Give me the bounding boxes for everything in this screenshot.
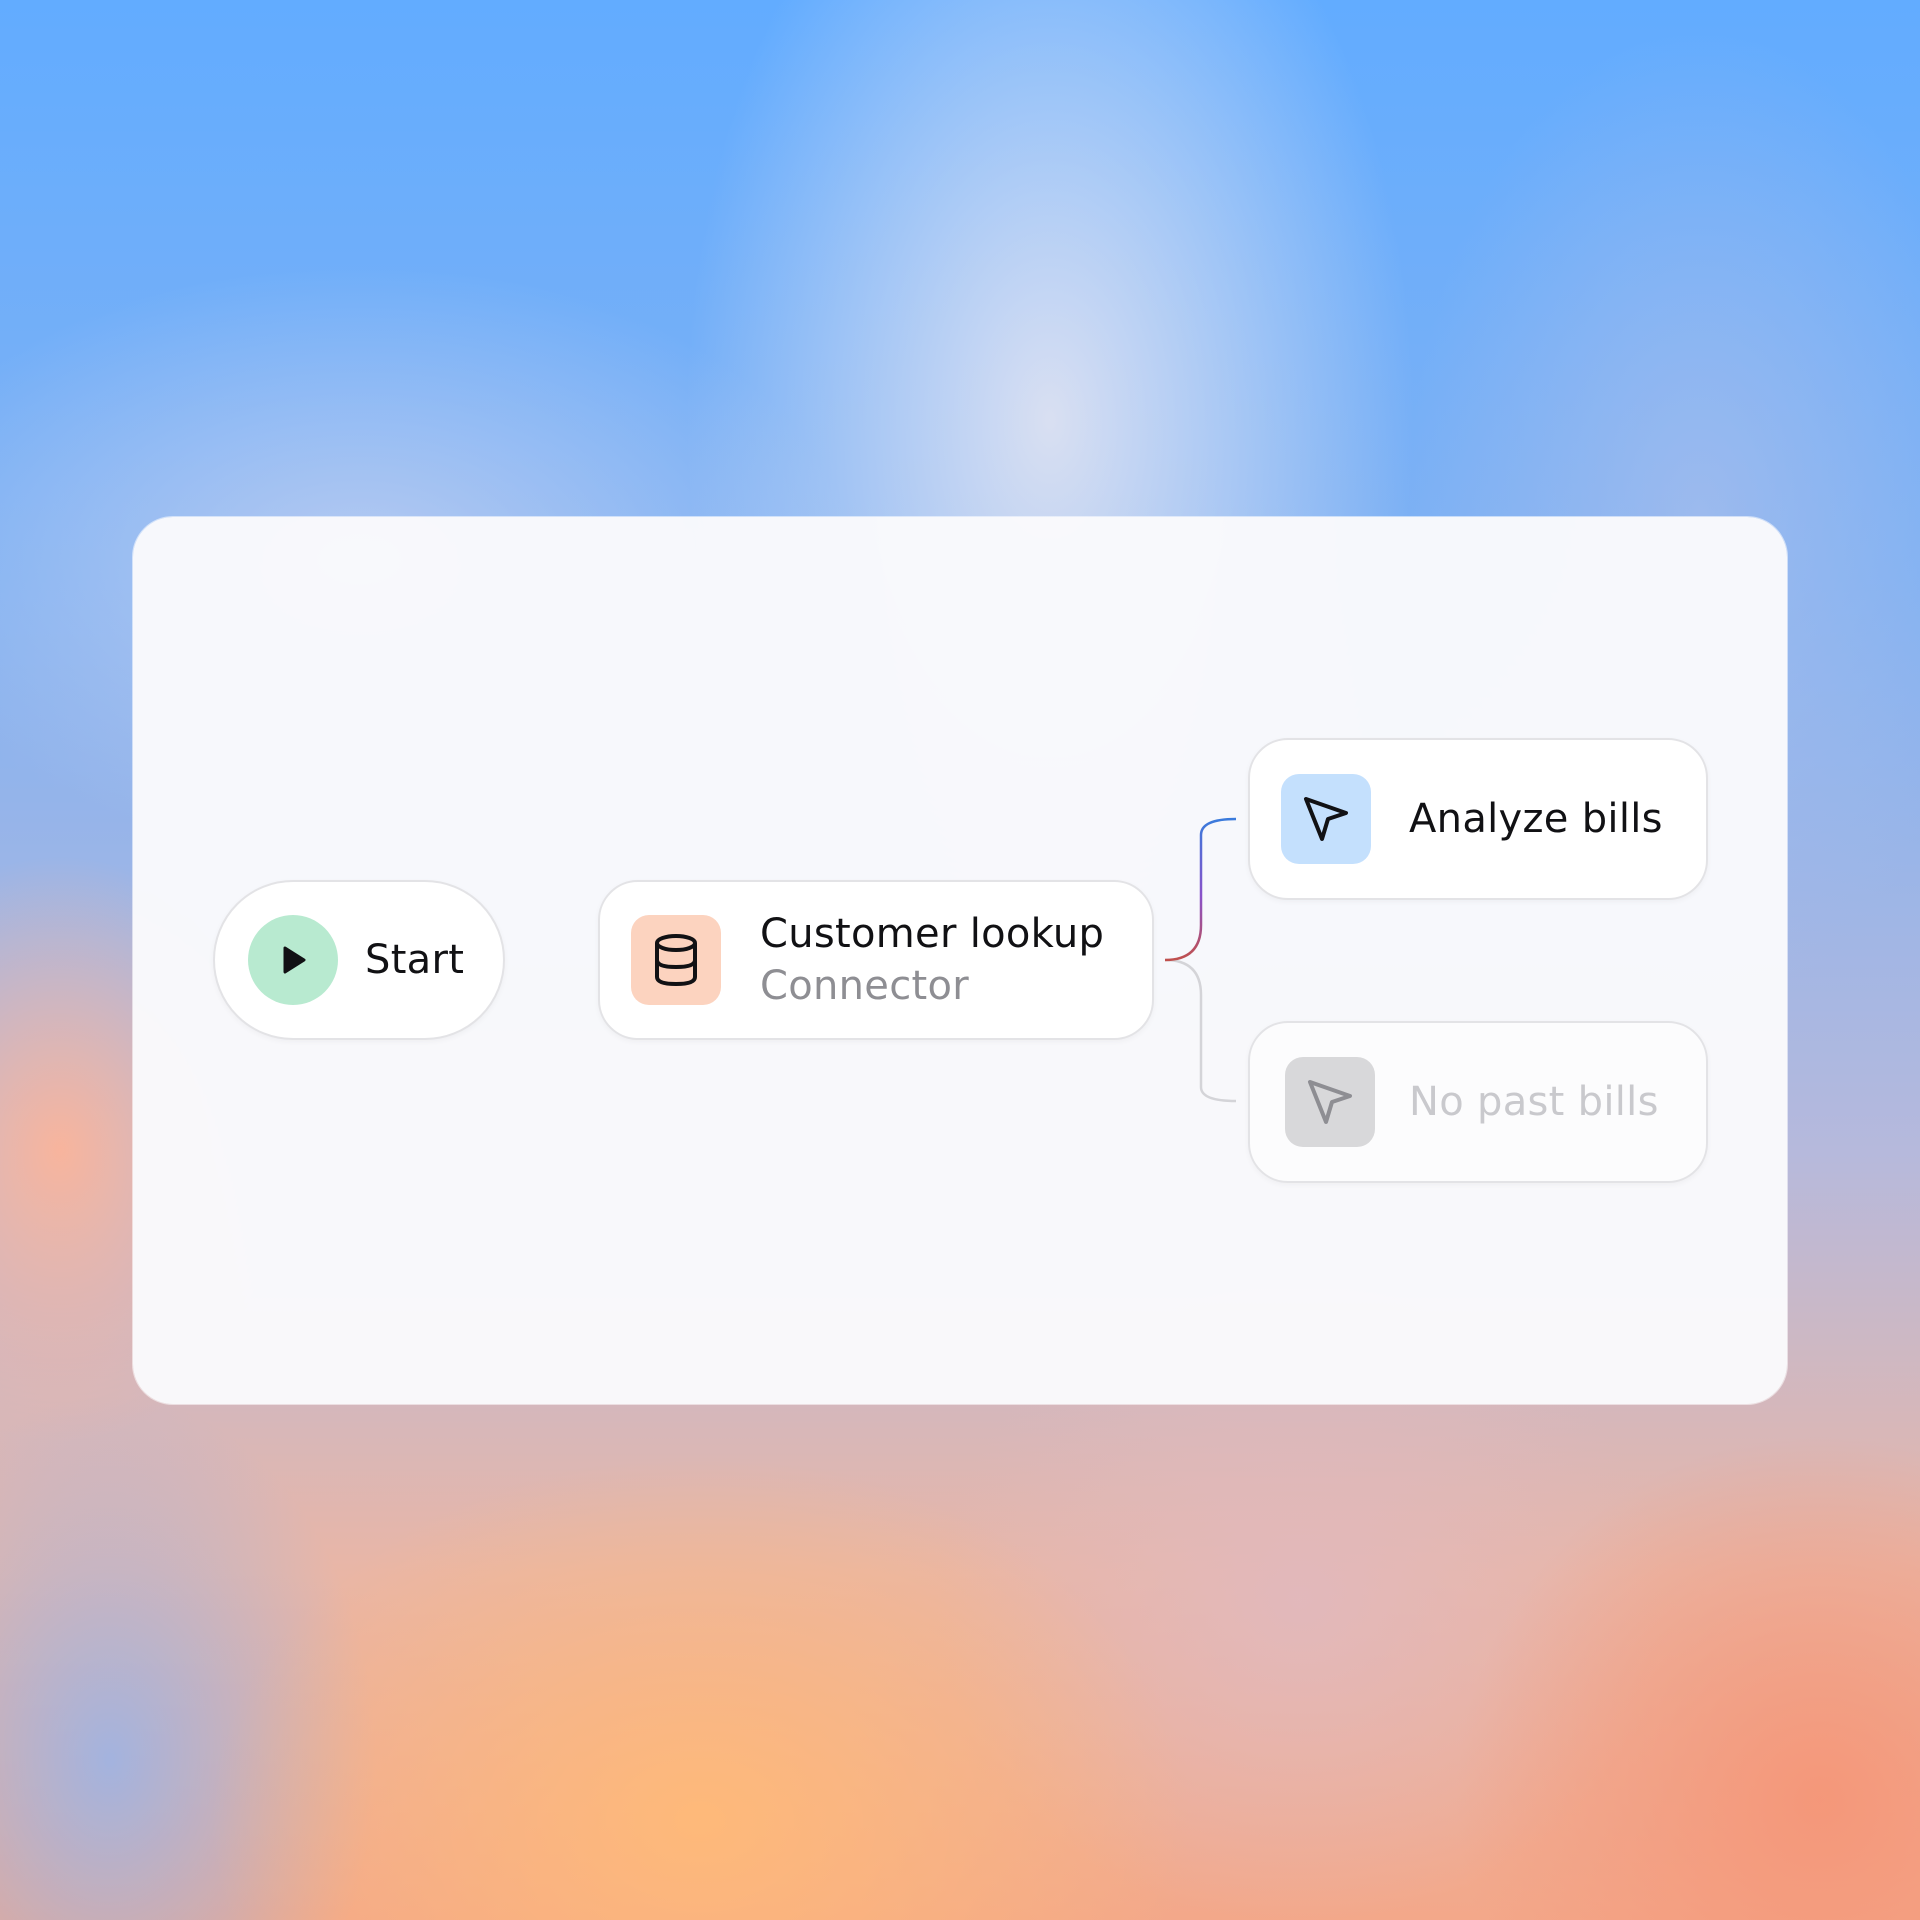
node-customer-lookup-type: Connector [760, 963, 970, 1009]
node-no-past-bills[interactable]: No past bills [1248, 1021, 1708, 1183]
database-icon [631, 915, 721, 1005]
node-start-label: Start [365, 937, 465, 983]
node-customer-lookup-label: Customer lookup [760, 911, 1105, 957]
node-analyze-bills[interactable]: Analyze bills [1248, 738, 1708, 900]
cursor-arrow-icon [1285, 1057, 1375, 1147]
node-start[interactable]: Start [213, 880, 505, 1040]
node-no-past-bills-label: No past bills [1409, 1079, 1659, 1125]
play-icon [248, 915, 338, 1005]
workflow-connectors [520, 817, 1237, 1103]
cursor-arrow-icon [1281, 774, 1371, 864]
edge-lookup-to-analyze-bills [1164, 817, 1237, 962]
edge-lookup-to-no-past-bills [1164, 958, 1237, 1103]
node-customer-lookup[interactable]: Customer lookup Connector [598, 880, 1154, 1040]
node-analyze-bills-label: Analyze bills [1409, 796, 1663, 842]
workflow-canvas: Start Customer lookup Connector Analyze … [133, 517, 1787, 1404]
